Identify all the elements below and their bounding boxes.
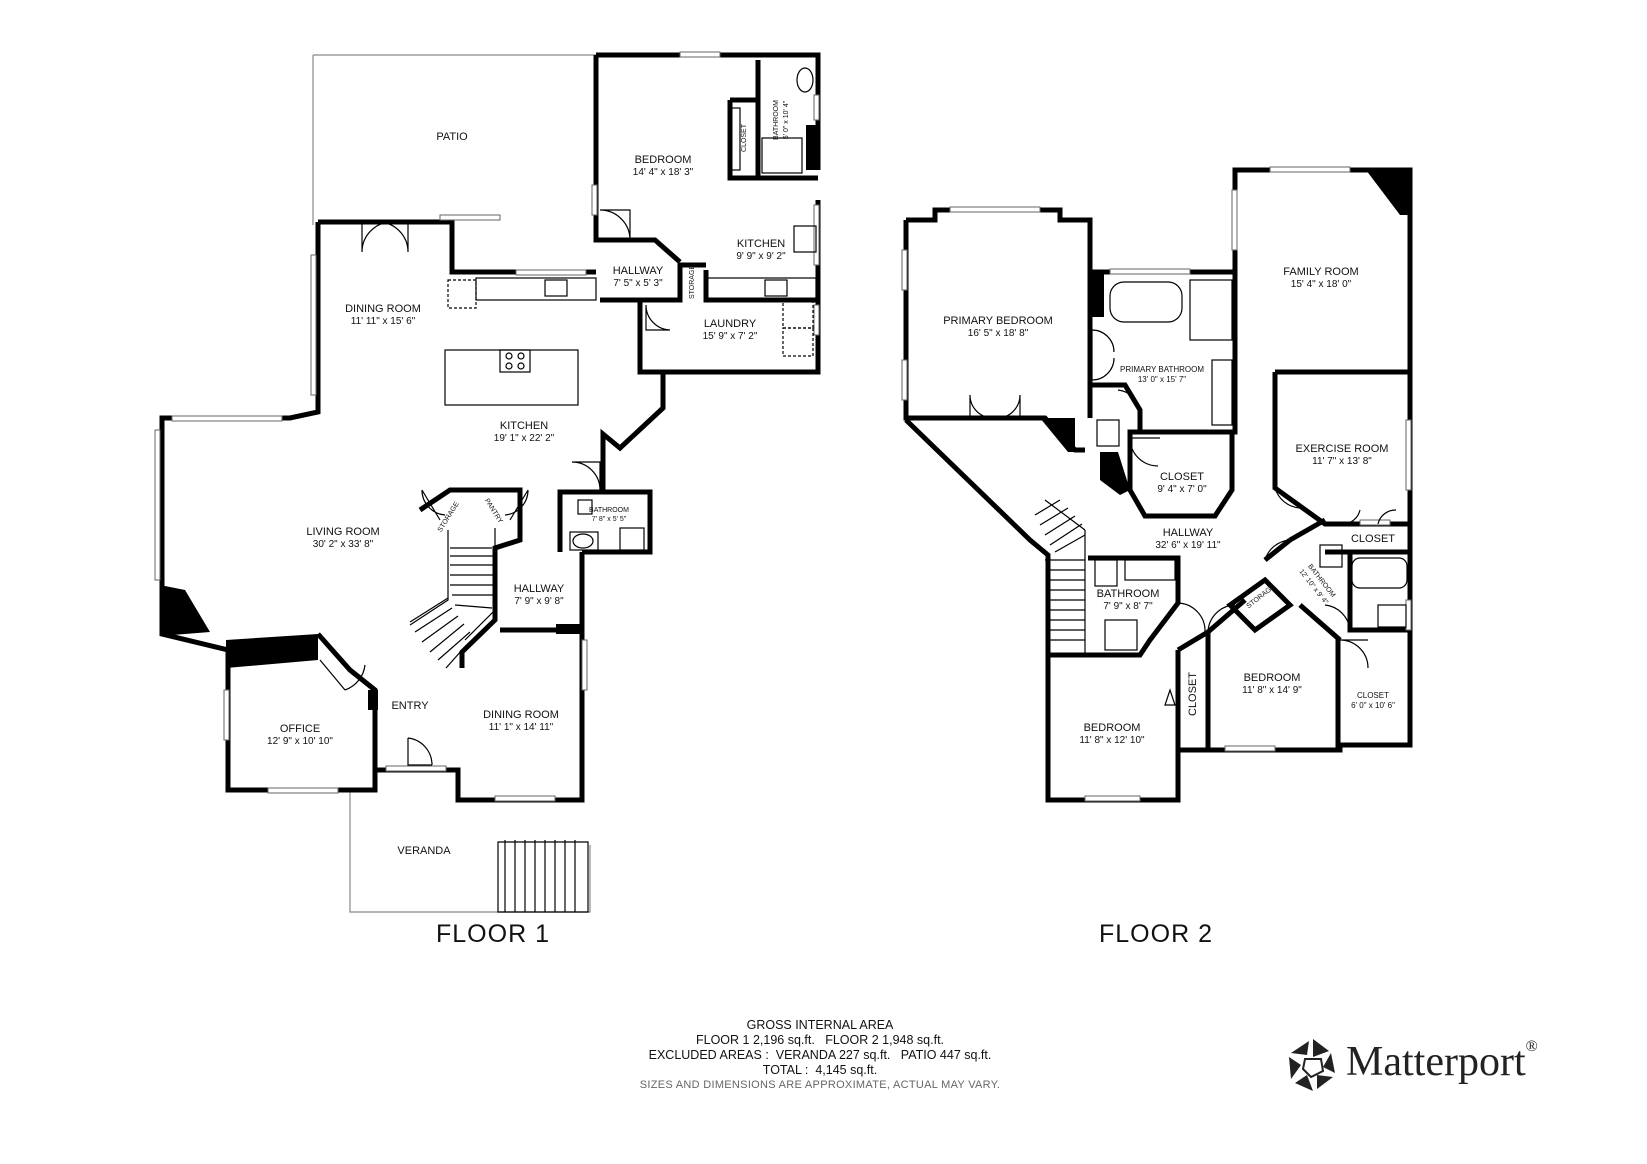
room-label: CLOSET: [1160, 471, 1204, 483]
veranda-outline: [349, 790, 591, 913]
room-dims: 6' 0" x 10' 6": [1351, 701, 1395, 710]
room-dims: 9' 4" x 7' 0": [1157, 484, 1207, 495]
room-label: CLOSET: [1187, 672, 1199, 716]
cooktop: [499, 349, 531, 373]
room-dims: 14' 4" x 18' 3": [633, 167, 694, 178]
room-label: PATIO: [436, 131, 468, 143]
room-label: KITCHEN: [500, 420, 548, 432]
room-dims: 7' 5" x 5' 3": [613, 278, 663, 289]
room-dims: 16' 5" x 18' 8": [968, 328, 1029, 339]
room-label: HALLWAY: [514, 583, 565, 595]
room-dims: 7' 9" x 8' 7": [1103, 601, 1153, 612]
room-label: CLOSET: [1351, 533, 1395, 545]
room-label: DINING ROOM: [345, 303, 421, 315]
bathroom-3-walls: [1048, 555, 1181, 658]
bedroom-wing-right-wall: [637, 200, 821, 375]
room-label: BATHROOM: [1097, 588, 1160, 600]
main-top-wall: [318, 219, 596, 275]
room-label: VERANDA: [397, 845, 451, 857]
room-label: KITCHEN: [737, 238, 785, 250]
kitchen-right-wall: [600, 369, 666, 490]
room-label: EXERCISE ROOM: [1296, 443, 1389, 455]
hallway-walls: [600, 262, 706, 303]
bath-inner-wall: [1092, 382, 1143, 432]
room-label: BATHROOM: [589, 507, 629, 514]
brand-name: Matterport: [1346, 1039, 1526, 1085]
room-dims: 11' 8" x 12' 10": [1079, 735, 1145, 746]
family-room-outer-walls: [1205, 167, 1413, 753]
bathtub-1: [1109, 281, 1183, 323]
bedroom-3-walls: [1045, 655, 1208, 803]
room-label: HALLWAY: [613, 265, 664, 277]
matterport-logo-icon: [1289, 1039, 1335, 1091]
room-dims: 13' 0" x 15' 7": [1138, 375, 1186, 384]
room-dims: 5' 0" x 10' 4": [783, 100, 790, 139]
primary-bedroom-top-wall: [906, 207, 1093, 418]
room-dims: 12' 9" x 10' 10": [267, 736, 333, 747]
room-label: BATHROOM: [773, 100, 780, 140]
floor-2-plan: [901, 166, 1413, 803]
veranda-steps: [497, 840, 589, 913]
room-label: OFFICE: [280, 723, 320, 735]
area-total-line: TOTAL : 4,145 sq.ft.: [762, 1063, 878, 1077]
disclaimer-note: SIZES AND DIMENSIONS ARE APPROXIMATE, AC…: [639, 1079, 1001, 1091]
laundry-top-wall: [703, 270, 818, 303]
floor-1-plan: [154, 51, 821, 913]
room-label: HALLWAY: [1163, 527, 1214, 539]
floor-2-stairs: [1034, 499, 1086, 655]
stair-walls: [418, 487, 523, 668]
room-dims: 32' 6" x 19' 11": [1155, 540, 1221, 551]
room-label: STORAGE: [1245, 583, 1276, 610]
bathroom-1-walls: [557, 489, 653, 630]
bathtub-2: [1351, 557, 1408, 589]
room-label: BEDROOM: [635, 154, 692, 166]
room-dims: 15' 4" x 18' 0": [1291, 279, 1352, 290]
room-label: FAMILY ROOM: [1283, 266, 1358, 278]
area-floors-line: FLOOR 1 2,196 sq.ft. FLOOR 2 1,948 sq.ft…: [695, 1033, 945, 1047]
room-dims: 9' 9" x 9' 2": [736, 251, 786, 262]
floor-1-title: FLOOR 1: [436, 920, 550, 948]
room-dims: 11' 7" x 13' 8": [1312, 456, 1372, 467]
room-label: LAUNDRY: [704, 318, 757, 330]
room-label: CLOSET: [1357, 691, 1389, 700]
area-excluded-line: EXCLUDED AREAS : VERANDA 227 sq.ft. PATI…: [648, 1048, 992, 1062]
room-label: DINING ROOM: [483, 709, 559, 721]
matterport-wordmark: Matterport®: [1346, 1038, 1538, 1086]
room-dims: 30' 2" x 33' 8": [313, 539, 374, 550]
area-summary: GROSS INTERNAL AREA FLOOR 1 2,196 sq.ft.…: [560, 1018, 1080, 1093]
hallway-left-wall: [904, 418, 1051, 655]
room-dims: 15' 9" x 7' 2": [703, 331, 758, 342]
floor-2-title: FLOOR 2: [1099, 920, 1213, 948]
registered-mark: ®: [1525, 1038, 1538, 1055]
room-dims: 7' 8" x 5' 5": [592, 516, 627, 523]
room-dims: 11' 11" x 15' 6": [351, 316, 416, 327]
room-dims: 11' 8" x 14' 9": [1242, 685, 1302, 696]
bedroom-wing-left-wall: [593, 55, 682, 264]
room-label: LIVING ROOM: [306, 526, 379, 538]
room-label: BEDROOM: [1084, 722, 1141, 734]
room-label: PRIMARY BEDROOM: [943, 315, 1053, 327]
room-label: STORAGE: [689, 265, 696, 299]
room-label: PANTRY: [483, 498, 504, 526]
room-label: BEDROOM: [1244, 672, 1301, 684]
room-dims: 11' 1" x 14' 11": [489, 722, 554, 733]
storage-2-walls: [1226, 576, 1294, 634]
room-label: PRIMARY BATHROOM: [1120, 365, 1204, 374]
floor-1-stairs: [409, 528, 496, 669]
bathroom-2-walls: [1335, 552, 1410, 750]
room-dims: 7' 9" x 9' 8": [514, 596, 564, 607]
room-label: CLOSET: [741, 123, 748, 152]
room-label: ENTRY: [391, 700, 429, 712]
matterport-brand: Matterport®: [1283, 1035, 1563, 1095]
room-labels: PATIO BEDROOM 14' 4" x 18' 3" BATHROOM 5…: [267, 100, 1395, 857]
area-heading: GROSS INTERNAL AREA: [746, 1018, 894, 1032]
room-dims: 19' 1" x 22' 2": [494, 433, 555, 444]
room-label: STORAGE: [437, 501, 461, 534]
main-left-wall: [159, 222, 378, 793]
